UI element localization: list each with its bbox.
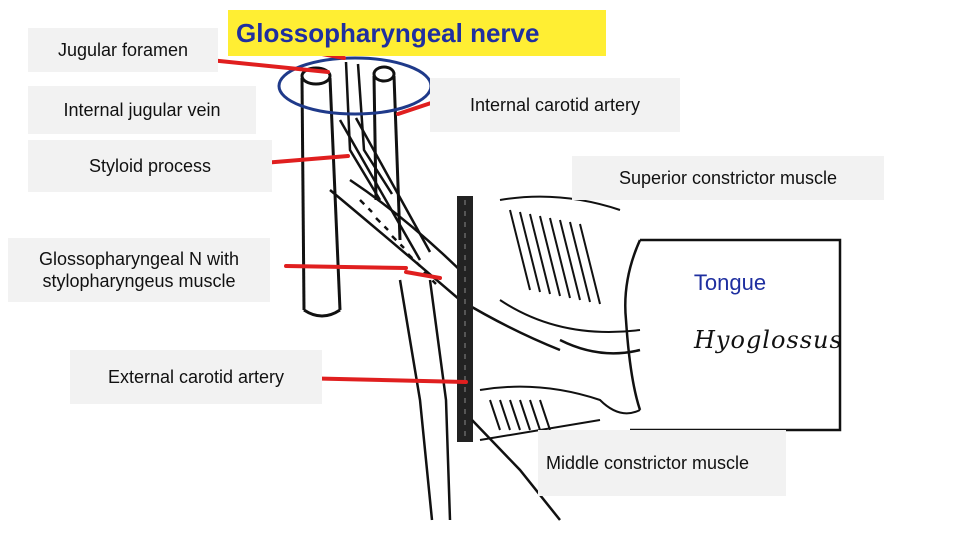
internal-carotid-artery-drawing	[372, 65, 402, 241]
label-external-carotid-artery: External carotid artery	[70, 350, 322, 404]
page-title: Glossopharyngeal nerve	[228, 10, 606, 56]
label-middle-constrictor: Middle constrictor muscle	[538, 430, 786, 496]
glossopharyngeal-nerve-drawing	[344, 61, 394, 201]
label-tongue: Tongue	[680, 264, 780, 302]
label-glossopharyngeal-stylopharyngeus: Glossopharyngeal N with stylopharyngeus …	[8, 238, 270, 302]
label-jugular-foramen: Jugular foramen	[28, 28, 218, 72]
lower-vessels-drawing	[398, 279, 561, 521]
pointer-stylopharyngeus-2	[404, 270, 442, 280]
superior-constrictor-drawing	[499, 195, 641, 333]
external-carotid-artery-drawing	[457, 196, 473, 442]
label-superior-constrictor: Superior constrictor muscle	[572, 156, 884, 200]
label-hyoglossus: Hyoglossus	[694, 326, 843, 354]
label-internal-carotid-artery: Internal carotid artery	[430, 78, 680, 132]
pointer-external-carotid	[294, 376, 468, 384]
pointer-stylopharyngeus	[284, 264, 408, 270]
stylopharyngeus-drawing	[329, 178, 561, 352]
pointer-internal-carotid	[396, 100, 436, 116]
label-styloid-process: Styloid process	[28, 140, 272, 192]
styloid-process-drawing	[338, 117, 432, 261]
label-internal-jugular-vein: Internal jugular vein	[28, 86, 256, 134]
